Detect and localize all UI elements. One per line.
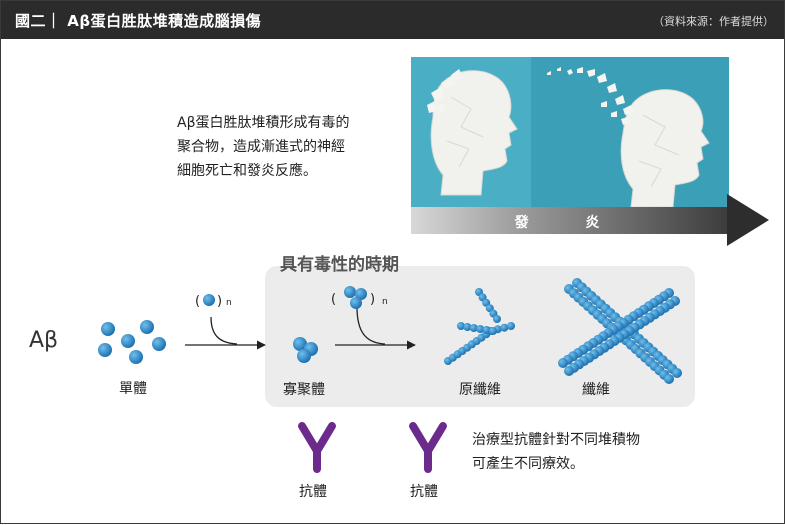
figure-source: （資料來源：作者提供）	[653, 15, 774, 28]
antibody-note: 治療型抗體針對不同堆積物 可產生不同療效。	[472, 428, 702, 476]
paper-heads-illustration	[411, 57, 729, 207]
note-line-1: 治療型抗體針對不同堆積物	[472, 432, 640, 448]
svg-text:): )	[370, 292, 375, 307]
monomer-addition: ( )	[195, 294, 222, 309]
note-line-2: 可產生不同療效。	[472, 456, 584, 472]
protofibril-bead	[482, 326, 491, 334]
intro-line-1: Aβ蛋白胜肽堆積形成有毒的	[177, 115, 350, 131]
antibody-icon-1	[298, 422, 336, 473]
antibody-label-2: 抗體	[410, 484, 438, 500]
right-paper-head	[620, 89, 710, 207]
oligomer-addition: ( )	[331, 286, 375, 309]
protofibril-bead	[489, 327, 497, 335]
antibody-icon-2	[409, 422, 447, 473]
inflammation-label: 發 炎	[514, 215, 626, 231]
intro-line-2: 聚合物，造成漸進式的神經	[177, 139, 345, 155]
oligomer-cluster	[293, 337, 318, 363]
fibril-bead	[558, 358, 568, 368]
protofibril-bead	[507, 322, 515, 330]
protofibril-label: 原纖維	[459, 382, 501, 398]
fibril-bead	[564, 366, 574, 376]
protofibril-bead	[476, 325, 485, 333]
curve-arrow-2	[356, 306, 386, 345]
monomer-n-subscript: n	[226, 298, 232, 308]
oligomer-n-subscript: n	[382, 297, 388, 307]
fibril-bead	[672, 368, 682, 378]
protofibril-bead	[457, 322, 465, 330]
protofibril-bead	[463, 323, 472, 331]
figure-title: 國二｜ Aβ蛋白胜肽堆積造成腦損傷	[15, 12, 262, 30]
intro-line-3: 細胞死亡和發炎反應。	[177, 163, 317, 179]
protofibril-chains	[444, 288, 515, 365]
antibody-label-1: 抗體	[299, 484, 327, 500]
toxic-period-title: 具有毒性的時期	[280, 255, 399, 275]
svg-text:): )	[217, 294, 222, 309]
protofibril-bead	[493, 315, 501, 323]
protofibril-bead	[500, 323, 509, 332]
protofibril-bead	[469, 324, 478, 332]
svg-text:(: (	[331, 292, 336, 307]
inflammation-arrowhead	[727, 194, 769, 246]
fibril-bead	[664, 374, 674, 384]
svg-text:(: (	[195, 294, 200, 309]
monomer-beads	[98, 320, 166, 364]
fibril-chains	[558, 278, 682, 384]
abeta-label: Aβ	[29, 328, 59, 353]
paper-heads-photo	[411, 57, 729, 207]
monomer-label: 單體	[119, 381, 147, 397]
intro-text: Aβ蛋白胜肽堆積形成有毒的 聚合物，造成漸進式的神經 細胞死亡和發炎反應。	[177, 111, 397, 183]
inflammation-bar: 發 炎	[411, 207, 729, 234]
oligomer-label: 寡聚體	[283, 382, 325, 398]
fibril-label: 纖維	[582, 382, 610, 398]
figure-header: 國二｜ Aβ蛋白胜肽堆積造成腦損傷 （資料來源：作者提供）	[1, 1, 784, 39]
curve-arrow-1	[210, 316, 238, 345]
